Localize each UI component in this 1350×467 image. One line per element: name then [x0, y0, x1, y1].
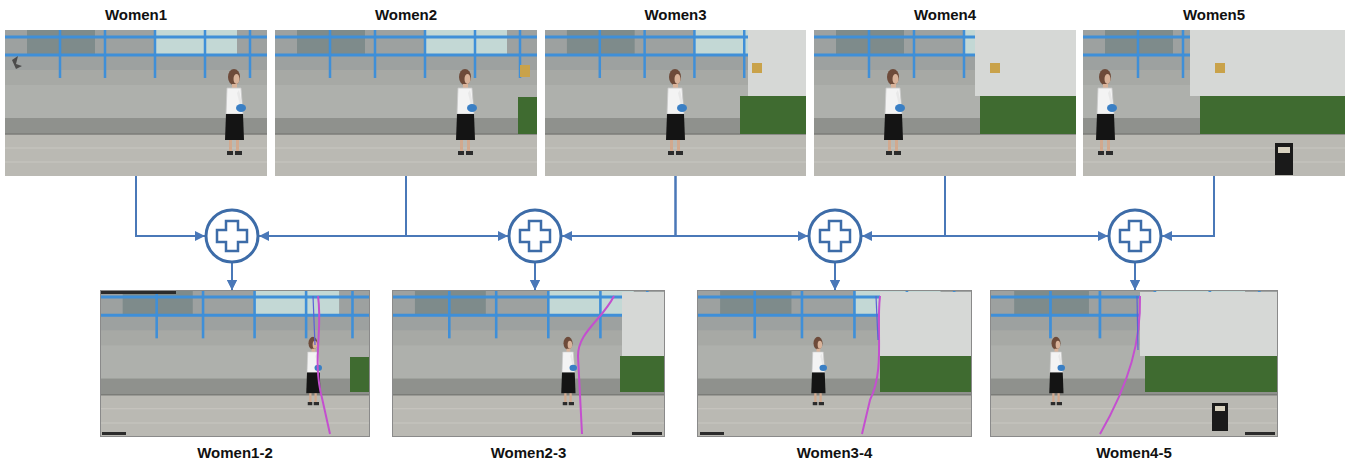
woman-figure — [1049, 337, 1065, 405]
hedge — [620, 356, 665, 392]
hedge — [740, 96, 806, 134]
photo-node: Women4 — [814, 30, 1076, 176]
window-bar — [102, 432, 126, 435]
plus-symbol — [809, 210, 861, 262]
trajectory-curve — [862, 296, 880, 434]
arrow-head — [862, 231, 872, 241]
hedge — [350, 357, 370, 392]
photo-label: Women1 — [102, 6, 170, 24]
trajectory-curve — [578, 296, 614, 434]
bin — [1212, 403, 1228, 431]
trajectory-curve — [313, 296, 315, 345]
photo-label: Women2 — [372, 6, 440, 24]
window-bar — [1245, 432, 1275, 435]
metal-panel — [975, 30, 1076, 96]
photo-frame — [101, 291, 370, 437]
photo-label: Women1-2 — [194, 444, 276, 462]
wall-box — [752, 63, 762, 73]
arrow-head — [1098, 231, 1108, 241]
woman-figure — [456, 69, 477, 155]
photo-label: Women2-3 — [488, 444, 570, 462]
hedge — [1200, 96, 1345, 134]
wall-box — [520, 65, 530, 77]
photo-label: Women4-5 — [1093, 444, 1175, 462]
photo-node: Women3 — [545, 30, 806, 176]
metal-panel — [1140, 292, 1278, 356]
woman-figure — [225, 69, 246, 155]
metal-panel — [880, 292, 972, 356]
photo-label: Women5 — [1180, 6, 1248, 24]
photo-scene — [5, 30, 267, 176]
photo-scene — [990, 290, 1278, 437]
plus-symbol — [1109, 210, 1161, 262]
photo-scene — [697, 290, 972, 437]
photo-label: Women4 — [911, 6, 979, 24]
trajectory-curve — [1100, 296, 1140, 434]
photo-node: Women2-3 — [392, 290, 665, 437]
photo-node: Women1 — [5, 30, 267, 176]
woman-figure — [666, 69, 687, 155]
photo-node: Women4-5 — [990, 290, 1278, 437]
woman-figure — [306, 337, 322, 405]
arrow-head — [498, 231, 508, 241]
woman-figure — [811, 337, 827, 405]
photo-scene — [392, 290, 665, 437]
photo-scene — [545, 30, 806, 176]
photo-scene — [814, 30, 1076, 176]
hedge — [980, 96, 1076, 134]
plus-symbol — [509, 210, 561, 262]
photo-node: Women3-4 — [697, 290, 972, 437]
metal-panel — [622, 292, 665, 356]
bin-label — [1278, 147, 1290, 153]
photo-label: Women3 — [641, 6, 709, 24]
trajectory-curve — [1137, 296, 1138, 350]
window-bar — [700, 432, 724, 435]
hedge — [1145, 356, 1278, 392]
window-bar — [632, 432, 662, 435]
photo-scene — [1083, 30, 1345, 176]
trajectory-curve — [318, 296, 330, 434]
photo-frame — [393, 291, 665, 437]
metal-panel — [748, 30, 806, 96]
arrow-head — [562, 231, 572, 241]
wall-box — [1215, 63, 1225, 73]
photo-node: Women1-2 — [100, 290, 370, 437]
bin — [1275, 143, 1293, 175]
arrow-head — [1162, 231, 1172, 241]
woman-figure — [1096, 69, 1117, 155]
metal-panel — [1190, 30, 1345, 96]
photo-node: Women5 — [1083, 30, 1345, 176]
photo-scene — [100, 290, 370, 437]
connector-arrow — [945, 176, 1135, 290]
photo-scene — [275, 30, 537, 176]
hedge — [880, 356, 972, 392]
arrow-head — [259, 231, 269, 241]
photo-frame — [698, 291, 972, 437]
photo-frame — [991, 291, 1278, 437]
wall-box — [990, 63, 1000, 73]
woman-figure — [561, 337, 577, 405]
hedge — [518, 97, 537, 134]
woman-figure — [884, 69, 905, 155]
arrow-head — [798, 231, 808, 241]
wall-mark — [12, 56, 22, 69]
photo-node: Women2 — [275, 30, 537, 176]
trajectory-curve — [876, 296, 878, 340]
photo-label: Women3-4 — [794, 444, 876, 462]
arrow-head — [195, 231, 205, 241]
plus-symbol — [206, 210, 258, 262]
bin-label — [1215, 406, 1225, 411]
